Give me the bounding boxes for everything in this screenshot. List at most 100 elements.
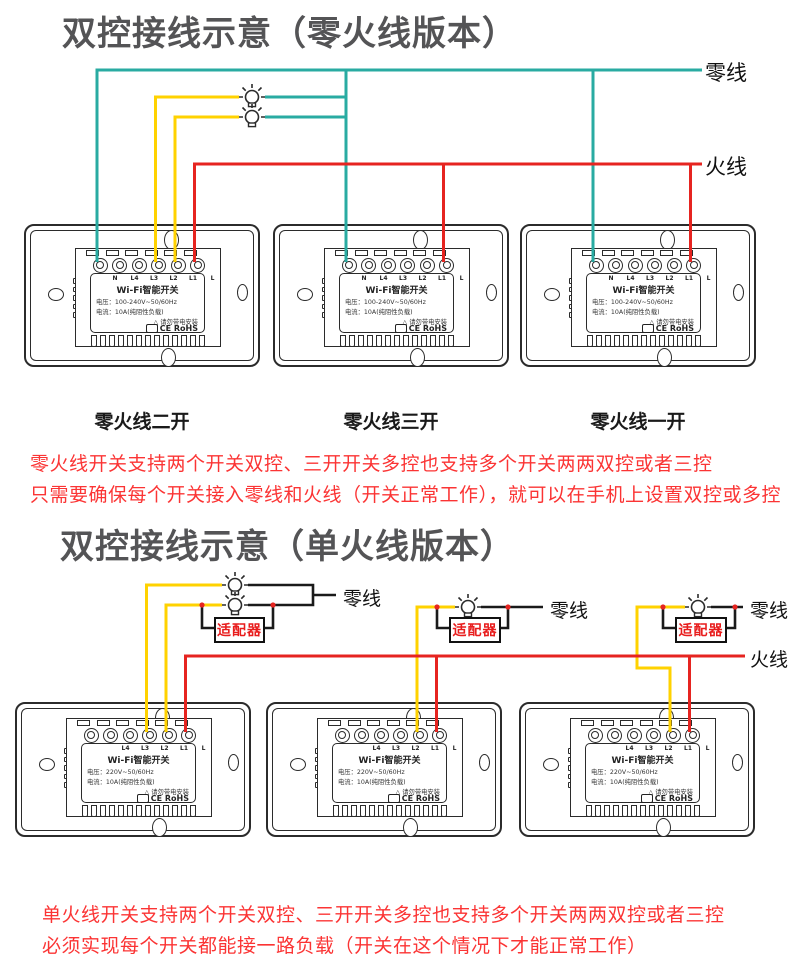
fin: [100, 335, 106, 347]
screw-oval-bottom: [403, 818, 418, 837]
terminal-screw-inner: [403, 261, 412, 269]
terminal-tab: [174, 720, 188, 726]
section1-note-1: 零火线开关支持两个开关双控、三开开关多控也支持多个开关两两双控或者三控: [30, 453, 713, 475]
terminal-label: L1: [189, 275, 197, 282]
certification-text: CE RoHS: [408, 324, 447, 333]
terminal-screw-inner: [364, 261, 373, 269]
fin: [136, 335, 142, 347]
install-warning: △请勿带电安装: [402, 317, 447, 326]
terminal-screw-inner: [423, 261, 431, 269]
product-name: Wi-Fi智能开关: [116, 286, 179, 296]
lamp-rays: [222, 572, 248, 586]
current-spec: 电流：10A(纯阻性负载): [592, 309, 660, 316]
current-spec: 电流：10A(纯阻性负载): [345, 309, 413, 316]
install-warning-text: 请勿带电安装: [160, 319, 198, 326]
terminal-label: L: [452, 745, 457, 752]
terminal-tab: [328, 720, 341, 726]
terminal-label: L2: [411, 745, 420, 752]
fin: [405, 805, 411, 817]
adapter-box-2: 适配器: [449, 617, 501, 643]
terminal-tab: [125, 250, 138, 256]
terminal-tab: [77, 720, 90, 726]
fin: [190, 335, 196, 347]
terminal-tab: [425, 720, 439, 726]
fin-row: [82, 805, 196, 817]
lamp-base: [247, 122, 257, 128]
terminal-screw-inner: [396, 731, 405, 739]
install-warning-text: 请勿带电安装: [656, 319, 694, 326]
warning-triangle-icon: △: [395, 789, 401, 796]
screw-oval-left: [39, 758, 55, 771]
certification-text: CE RoHS: [654, 794, 693, 803]
screw-oval-right: [732, 754, 743, 771]
terminal-screw-inner: [193, 261, 202, 269]
terminal-screw: [686, 257, 701, 273]
junction-dot: [434, 604, 440, 610]
fin: [199, 335, 205, 347]
terminal-label: L1: [438, 275, 446, 282]
current-spec: 电流：10A(纯阻性负载): [96, 309, 164, 316]
fin: [181, 805, 187, 817]
fin: [333, 805, 339, 817]
screw-oval-top: [413, 230, 428, 250]
fin: [387, 805, 393, 817]
terminal-screw-inner: [416, 731, 424, 739]
terminal-tab: [678, 720, 692, 726]
lamp-bulb: [227, 597, 243, 613]
fin: [154, 335, 160, 347]
fin: [439, 335, 445, 347]
terminal-label: L2: [418, 275, 427, 282]
fin: [605, 335, 611, 347]
fin: [351, 805, 357, 817]
adapter-box-3: 适配器: [675, 617, 727, 643]
terminal-screw: [92, 257, 108, 273]
neutral-return-wire: [248, 583, 315, 607]
terminal-screw: [380, 257, 396, 273]
terminal-label: L1: [685, 275, 693, 282]
lamp-bulb: [244, 89, 260, 105]
certification-marks: CE RoHS: [387, 794, 440, 803]
terminal-screw: [685, 727, 700, 743]
neutral-wire-label-g2: 零线: [550, 600, 589, 622]
terminal-screw-inner: [649, 731, 658, 739]
junction-dot: [270, 602, 276, 608]
section2-note-2: 必须实现每个开关都能接一路负载（开关在这个情况下才能正常工作）: [42, 935, 647, 957]
fin: [658, 805, 664, 817]
screw-oval-right: [228, 754, 239, 771]
fin: [358, 335, 364, 347]
terminal-screw-inner: [135, 261, 143, 269]
terminal-tab: [347, 720, 361, 726]
terminal-tab: [679, 250, 693, 256]
fin: [154, 805, 160, 817]
terminal-screw-inner: [126, 731, 134, 739]
terminal-screw: [646, 727, 661, 743]
terminal-tab: [335, 250, 348, 256]
terminal-screw-inner: [669, 731, 677, 739]
terminal-label: L4: [130, 275, 139, 282]
terminal-screw: [112, 257, 127, 273]
terminal-tab: [183, 250, 197, 256]
terminal-tab: [582, 250, 595, 256]
voltage-spec: 电压：100-240V~50/60Hz: [96, 299, 177, 306]
terminal-tab: [660, 250, 673, 256]
fin: [145, 805, 151, 817]
certification-text: CE RoHS: [150, 794, 189, 803]
terminal-screw: [373, 727, 389, 743]
certification-text: CE RoHS: [159, 324, 198, 333]
fin: [378, 805, 384, 817]
terminal-label: N: [112, 275, 118, 282]
fin: [190, 805, 196, 817]
screw-oval-bottom: [656, 818, 671, 837]
panel-inner-frame: [21, 708, 245, 831]
section2-note-1: 单火线开关支持两个开关双控、三开开关多控也支持多个开关两两双控或者三控: [42, 904, 725, 926]
terminal-label: L3: [150, 275, 158, 282]
terminal-label: L4: [372, 745, 381, 752]
fin: [587, 335, 593, 347]
product-name: Wi-Fi智能开关: [107, 756, 170, 766]
product-name: Wi-Fi智能开关: [611, 756, 674, 766]
fin: [694, 805, 700, 817]
